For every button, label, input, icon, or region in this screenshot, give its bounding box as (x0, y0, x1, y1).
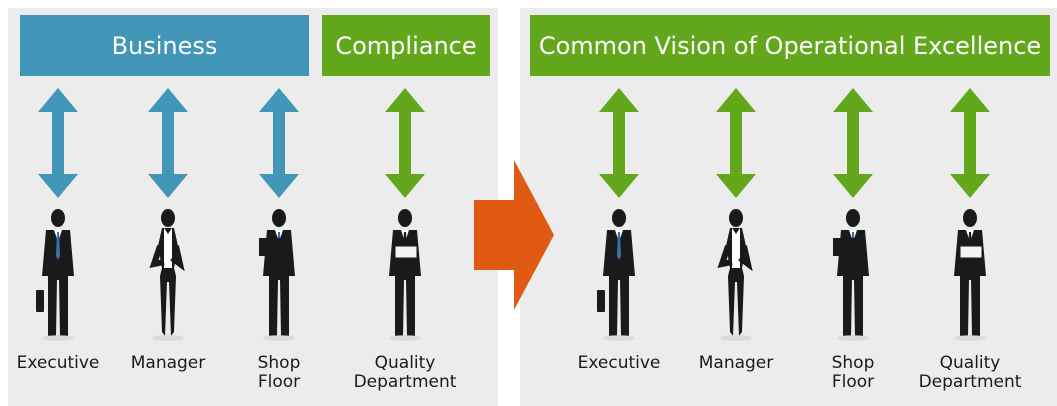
quality-person-icon (940, 206, 1000, 342)
common-vision-banner: Common Vision of Operational Excellence (530, 15, 1050, 76)
right-role-label: Manager (698, 353, 774, 373)
executive-person-icon (589, 206, 649, 342)
left-role-label: Shop Floor (257, 353, 301, 392)
quality-person-icon (375, 206, 435, 342)
transition-arrow-icon (474, 160, 554, 310)
executive-person-icon (28, 206, 88, 342)
business-banner: Business (20, 15, 309, 76)
right-role-label: Shop Floor (831, 353, 875, 392)
double-headed-arrow-icon (385, 88, 425, 198)
compliance-banner: Compliance (322, 15, 490, 76)
double-headed-arrow-icon (38, 88, 78, 198)
shopfloor-person-icon (823, 206, 883, 342)
right-role-label: Executive (577, 353, 661, 373)
double-headed-arrow-icon (950, 88, 990, 198)
manager-person-icon (706, 206, 766, 342)
shopfloor-person-icon (249, 206, 309, 342)
right-role-label: Quality Department (918, 353, 1022, 392)
double-headed-arrow-icon (599, 88, 639, 198)
left-role-label: Executive (16, 353, 100, 373)
manager-person-icon (138, 206, 198, 342)
double-headed-arrow-icon (716, 88, 756, 198)
double-headed-arrow-icon (259, 88, 299, 198)
left-role-label: Quality Department (353, 353, 457, 392)
left-role-label: Manager (130, 353, 206, 373)
double-headed-arrow-icon (148, 88, 188, 198)
double-headed-arrow-icon (833, 88, 873, 198)
